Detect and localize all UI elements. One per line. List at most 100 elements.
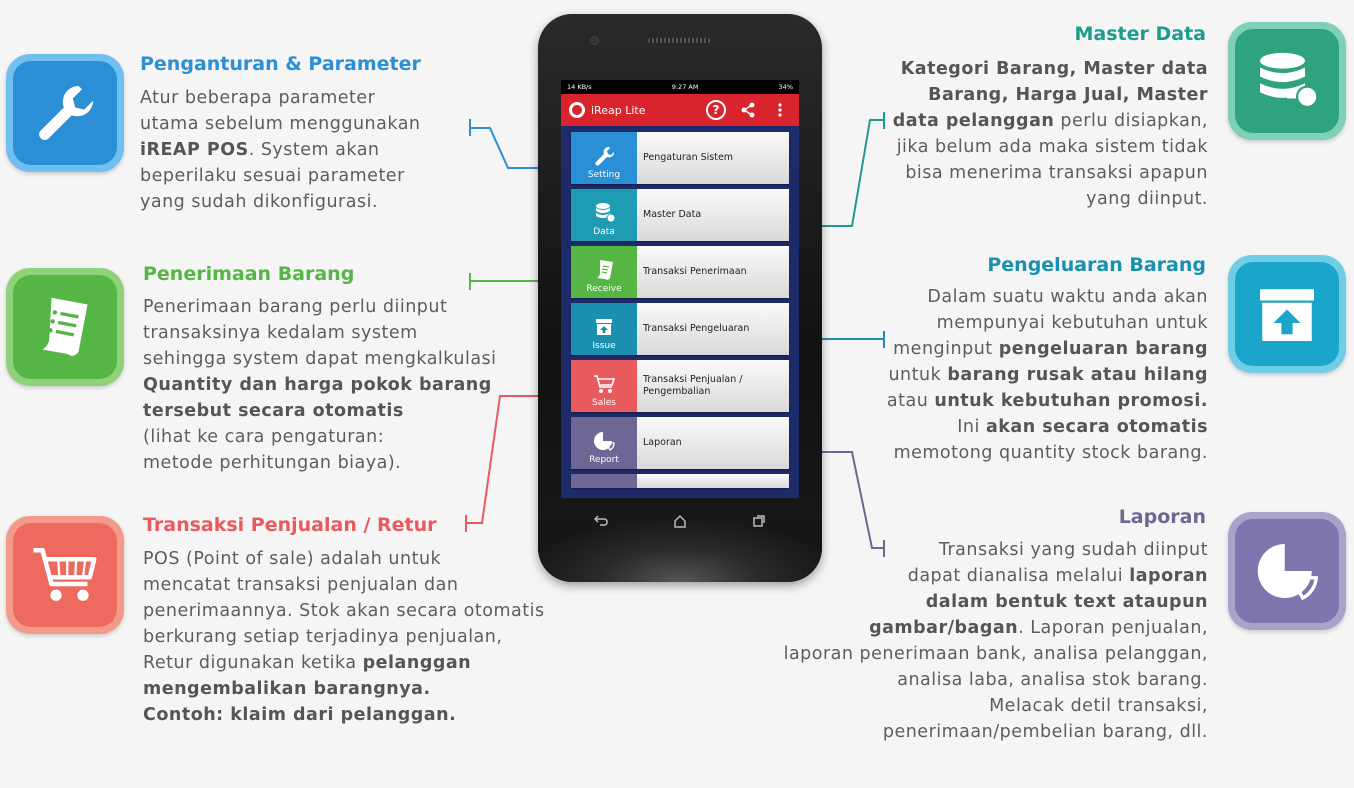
share-button[interactable] (737, 99, 759, 121)
share-icon (741, 102, 755, 118)
text-segment: menginput (893, 339, 999, 359)
help-button[interactable]: ? (705, 99, 727, 121)
text-line: Dalam suatu waktu anda akan (887, 284, 1208, 310)
menu-item-icon-tile: Setting (571, 132, 637, 184)
bold-text: Quantity dan harga pokok barang (143, 375, 492, 395)
text-line: laporan penerimaan bank, analisa pelangg… (784, 641, 1208, 667)
menu-item-icon-tile: Issue (571, 303, 637, 355)
menu-item-icon-tile (571, 474, 637, 488)
pengeluaran-title: Pengeluaran Barang (987, 254, 1206, 276)
database-icon (596, 203, 615, 223)
bold-text: tersebut secara otomatis (143, 401, 404, 421)
bold-text: akan secara otomatis (985, 417, 1208, 437)
text-segment: Dalam suatu waktu anda akan (927, 287, 1208, 307)
bold-text: barang rusak atau hilang (947, 365, 1208, 385)
wrench-icon (595, 146, 615, 166)
menu-item-icon-tile: Report (571, 417, 637, 469)
text-line: mengembalikan barangnya. (143, 676, 545, 702)
text-segment: atau (886, 391, 935, 411)
text-line: iREAP POS. System akan (140, 137, 421, 163)
text-line: beperilaku sesuai parameter (140, 163, 421, 189)
help-icon: ? (706, 100, 726, 120)
text-line: data pelanggan perlu disiapkan, (893, 108, 1208, 134)
overflow-menu-button[interactable] (769, 99, 791, 121)
more-vertical-icon (778, 103, 782, 117)
text-line: utama sebelum menggunakan (140, 111, 421, 137)
menu-item-partial[interactable] (571, 474, 789, 488)
text-segment: Retur digunakan ketika (143, 653, 363, 673)
text-line: memotong quantity stock barang. (887, 440, 1208, 466)
home-icon (674, 514, 686, 528)
text-line: menginput pengeluaran barang (887, 336, 1208, 362)
pengeluaran-body: Dalam suatu waktu anda akan mempunyai keb… (887, 284, 1208, 466)
text-line: tersebut secara otomatis (143, 398, 497, 424)
menu-item-data[interactable]: Data Master Data (571, 189, 789, 241)
menu-item-issue[interactable]: Issue Transaksi Pengeluaran (571, 303, 789, 355)
text-line: (lihat ke cara pengaturan: (143, 424, 497, 450)
bold-text: laporan (1129, 566, 1208, 586)
text-line: Contoh: klaim dari pelanggan. (143, 702, 545, 728)
menu-item-label: Pengaturan Sistem (637, 132, 789, 184)
text-segment: beperilaku sesuai parameter (140, 166, 405, 186)
text-line: jika belum ada maka sistem tidak (893, 134, 1208, 160)
text-segment: Atur beberapa parameter (140, 88, 376, 108)
back-button[interactable] (593, 514, 608, 531)
receive-tile (6, 268, 124, 386)
master-title: Master Data (1074, 23, 1207, 45)
bold-text: gambar/bagan (869, 618, 1019, 638)
text-line: dalam bentuk text ataupun (784, 589, 1208, 615)
penerimaan-body: Penerimaan barang perlu diinput transaksi… (143, 294, 497, 476)
menu-item-short-label: Issue (592, 341, 616, 351)
menu-item-short-label: Receive (586, 284, 622, 294)
menu-item-setting[interactable]: Setting Pengaturan Sistem (571, 132, 789, 184)
text-segment: jika belum ada maka sistem tidak (896, 137, 1208, 157)
text-segment: Transaksi yang sudah diinput (938, 540, 1208, 560)
cart-icon (594, 375, 615, 393)
text-line: dapat dianalisa melalui laporan (784, 563, 1208, 589)
text-segment: penerimaannya. Stok akan secara otomatis (143, 601, 545, 621)
text-segment: mempunyai kebutuhan untuk (936, 313, 1208, 333)
home-button[interactable] (673, 514, 687, 531)
menu-item-label (637, 474, 789, 488)
text-line: gambar/bagan. Laporan penjualan, (784, 615, 1208, 641)
phone-device: 14 KB/s 9:27 AM 34% iReap Lite ? Setting… (538, 14, 822, 582)
text-line: transaksinya kedalam system (143, 320, 497, 346)
text-line: untuk barang rusak atau hilang (887, 362, 1208, 388)
text-line: atau untuk kebutuhan promosi. (887, 388, 1208, 414)
pengaturan-title: Penganturan & Parameter (140, 53, 421, 75)
bold-text: Kategori Barang, Master data (900, 59, 1208, 79)
text-segment: Ini (957, 417, 986, 437)
menu-item-short-label: Data (593, 227, 615, 237)
text-segment: berkurang setiap terjadinya penjualan, (143, 627, 503, 647)
menu-item-label: Transaksi Pengeluaran (637, 303, 789, 355)
report-tile (1228, 512, 1346, 630)
menu-item-label: Master Data (637, 189, 789, 241)
master-data-tile (1228, 22, 1346, 140)
bold-text: dalam bentuk text ataupun (925, 592, 1208, 612)
laporan-body: Transaksi yang sudah diinput dapat dianal… (784, 537, 1208, 745)
text-segment: POS (Point of sale) adalah untuk (143, 549, 442, 569)
laporan-title: Laporan (1118, 506, 1206, 528)
menu-item-icon-tile: Sales (571, 360, 637, 412)
text-segment: . System akan (248, 140, 380, 160)
text-segment: analisa laba, analisa stok barang. (897, 670, 1208, 690)
pengaturan-body: Atur beberapa parameter utama sebelum men… (140, 85, 421, 215)
text-line: POS (Point of sale) adalah untuk (143, 546, 545, 572)
text-segment: bisa menerima transaksi apapun (905, 163, 1208, 183)
menu-item-short-label: Setting (587, 170, 621, 180)
recents-button[interactable] (752, 514, 766, 531)
text-segment: Melacak detil transaksi, (989, 696, 1208, 716)
menu-item-icon-tile: Data (571, 189, 637, 241)
wrench-icon (39, 86, 94, 140)
bold-text: Contoh: klaim dari pelanggan. (143, 705, 457, 725)
text-line: Quantity dan harga pokok barang (143, 372, 497, 398)
menu-item-label: Laporan (637, 417, 789, 469)
text-segment: Penerimaan barang perlu diinput (143, 297, 448, 317)
text-line: bisa menerima transaksi apapun (893, 160, 1208, 186)
text-segment: untuk (888, 365, 948, 385)
receipt-icon (42, 297, 88, 356)
